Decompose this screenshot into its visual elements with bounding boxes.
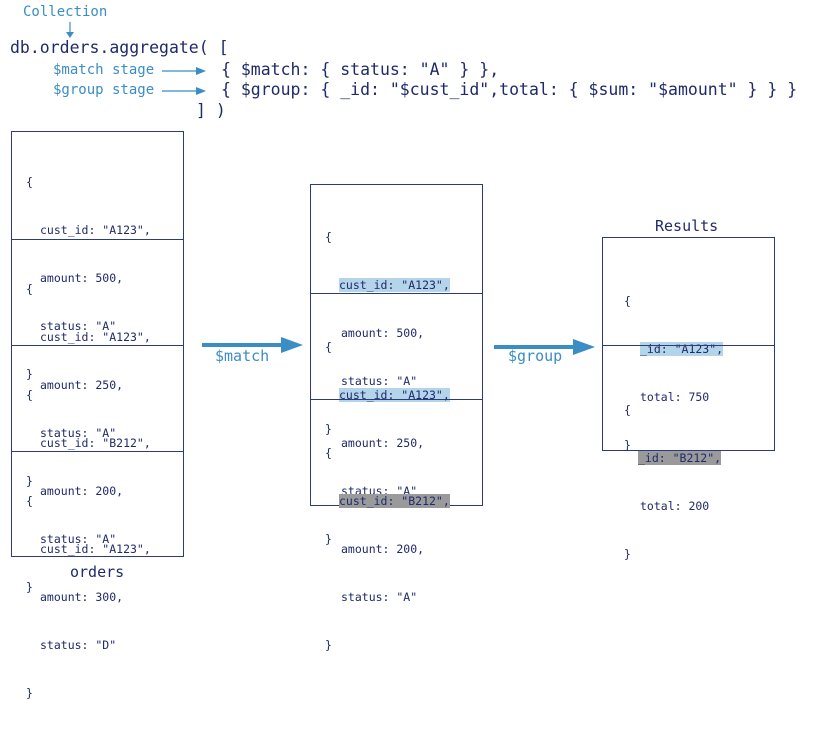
group-stage-label: $group stage bbox=[53, 82, 155, 98]
brace-close: } bbox=[325, 638, 332, 652]
brace-open: { bbox=[624, 294, 631, 308]
field-status: status: "D" bbox=[40, 638, 117, 652]
brace-close: } bbox=[26, 686, 33, 700]
field-amount: amount: 250, bbox=[40, 378, 124, 392]
field-cust-id: cust_id: "B212", bbox=[40, 436, 151, 450]
field-total: total: 750 bbox=[640, 390, 710, 404]
result-document: { _id: "A123", total: 750 } bbox=[603, 238, 774, 452]
aggregate-call: db.orders.aggregate( [ bbox=[10, 38, 229, 57]
field-amount: amount: 250, bbox=[341, 436, 425, 450]
field-amount: amount: 200, bbox=[40, 484, 124, 498]
results-collection: { _id: "A123", total: 750 } { _id: "B212… bbox=[602, 237, 775, 561]
brace-close: } bbox=[26, 367, 33, 381]
field-amount: amount: 200, bbox=[341, 542, 425, 556]
field-amount: amount: 500, bbox=[341, 326, 425, 340]
group-flow-label: $group bbox=[508, 347, 563, 365]
brace-close: } bbox=[26, 580, 33, 594]
field-cust-id: cust_id: "A123", bbox=[40, 223, 151, 237]
brace-close: } bbox=[26, 474, 33, 488]
brace-close: } bbox=[624, 438, 631, 452]
brace-open: { bbox=[325, 340, 332, 354]
orders-document: { cust_id: "A123", amount: 250, status: … bbox=[12, 239, 183, 488]
results-title: Results bbox=[655, 217, 719, 235]
field-cust-id: cust_id: "A123", bbox=[40, 330, 151, 344]
orders-document: { cust_id: "A123", amount: 300, status: … bbox=[12, 451, 183, 700]
brace-open: { bbox=[26, 388, 33, 402]
field-amount: amount: 300, bbox=[40, 590, 124, 604]
match-stage-arrow bbox=[162, 67, 206, 75]
orders-document: { cust_id: "A123", amount: 500, status: … bbox=[12, 132, 183, 381]
matched-document: { cust_id: "A123", amount: 500, status: … bbox=[311, 185, 482, 436]
orders-document: { cust_id: "B212", amount: 200, status: … bbox=[12, 345, 183, 594]
brace-open: { bbox=[26, 494, 33, 508]
matched-document: { cust_id: "B212", amount: 200, status: … bbox=[311, 399, 482, 652]
field-status: status: "A" bbox=[40, 532, 117, 546]
group-stage-arrow bbox=[162, 87, 206, 95]
field-cust-id-highlighted: cust_id: "A123", bbox=[339, 278, 450, 292]
result-document: { _id: "B212", total: 200 } bbox=[603, 345, 774, 561]
brace-open: { bbox=[26, 175, 33, 189]
field-cust-id-highlighted: cust_id: "A123", bbox=[339, 388, 450, 402]
brace-close: } bbox=[325, 532, 332, 546]
field-status: status: "A" bbox=[40, 426, 117, 440]
brace-open: { bbox=[26, 282, 33, 296]
matched-document: { cust_id: "A123", amount: 250, status: … bbox=[311, 293, 482, 546]
brace-open: { bbox=[624, 403, 631, 417]
closing-bracket: ] ) bbox=[196, 101, 226, 120]
field-total: total: 200 bbox=[640, 499, 710, 513]
brace-open: { bbox=[325, 446, 332, 460]
brace-open: { bbox=[325, 230, 332, 244]
field-amount: amount: 500, bbox=[40, 271, 124, 285]
collection-arrow bbox=[66, 22, 74, 38]
orders-caption: orders bbox=[70, 563, 125, 581]
field-status: status: "A" bbox=[40, 319, 117, 333]
matched-documents: { cust_id: "A123", amount: 500, status: … bbox=[310, 184, 483, 652]
orders-collection: { cust_id: "A123", amount: 500, status: … bbox=[11, 131, 184, 700]
collection-label: Collection bbox=[23, 4, 108, 20]
field-cust-id: cust_id: "A123", bbox=[40, 542, 151, 556]
match-stage-code: { $match: { status: "A" } }, bbox=[221, 60, 500, 79]
group-stage-code: { $group: { _id: "$cust_id",total: { $su… bbox=[221, 80, 798, 99]
group-flow-arrow bbox=[494, 339, 595, 355]
field-status: status: "A" bbox=[341, 374, 418, 388]
brace-close: } bbox=[624, 547, 631, 561]
match-stage-label: $match stage bbox=[53, 62, 155, 78]
field-id-highlighted: _id: "B212", bbox=[638, 451, 722, 465]
match-flow-label: $match bbox=[215, 347, 270, 365]
match-flow-arrow bbox=[202, 337, 303, 353]
brace-close: } bbox=[325, 422, 332, 436]
field-status: status: "A" bbox=[341, 590, 418, 604]
field-cust-id-highlighted: cust_id: "B212", bbox=[339, 494, 450, 508]
